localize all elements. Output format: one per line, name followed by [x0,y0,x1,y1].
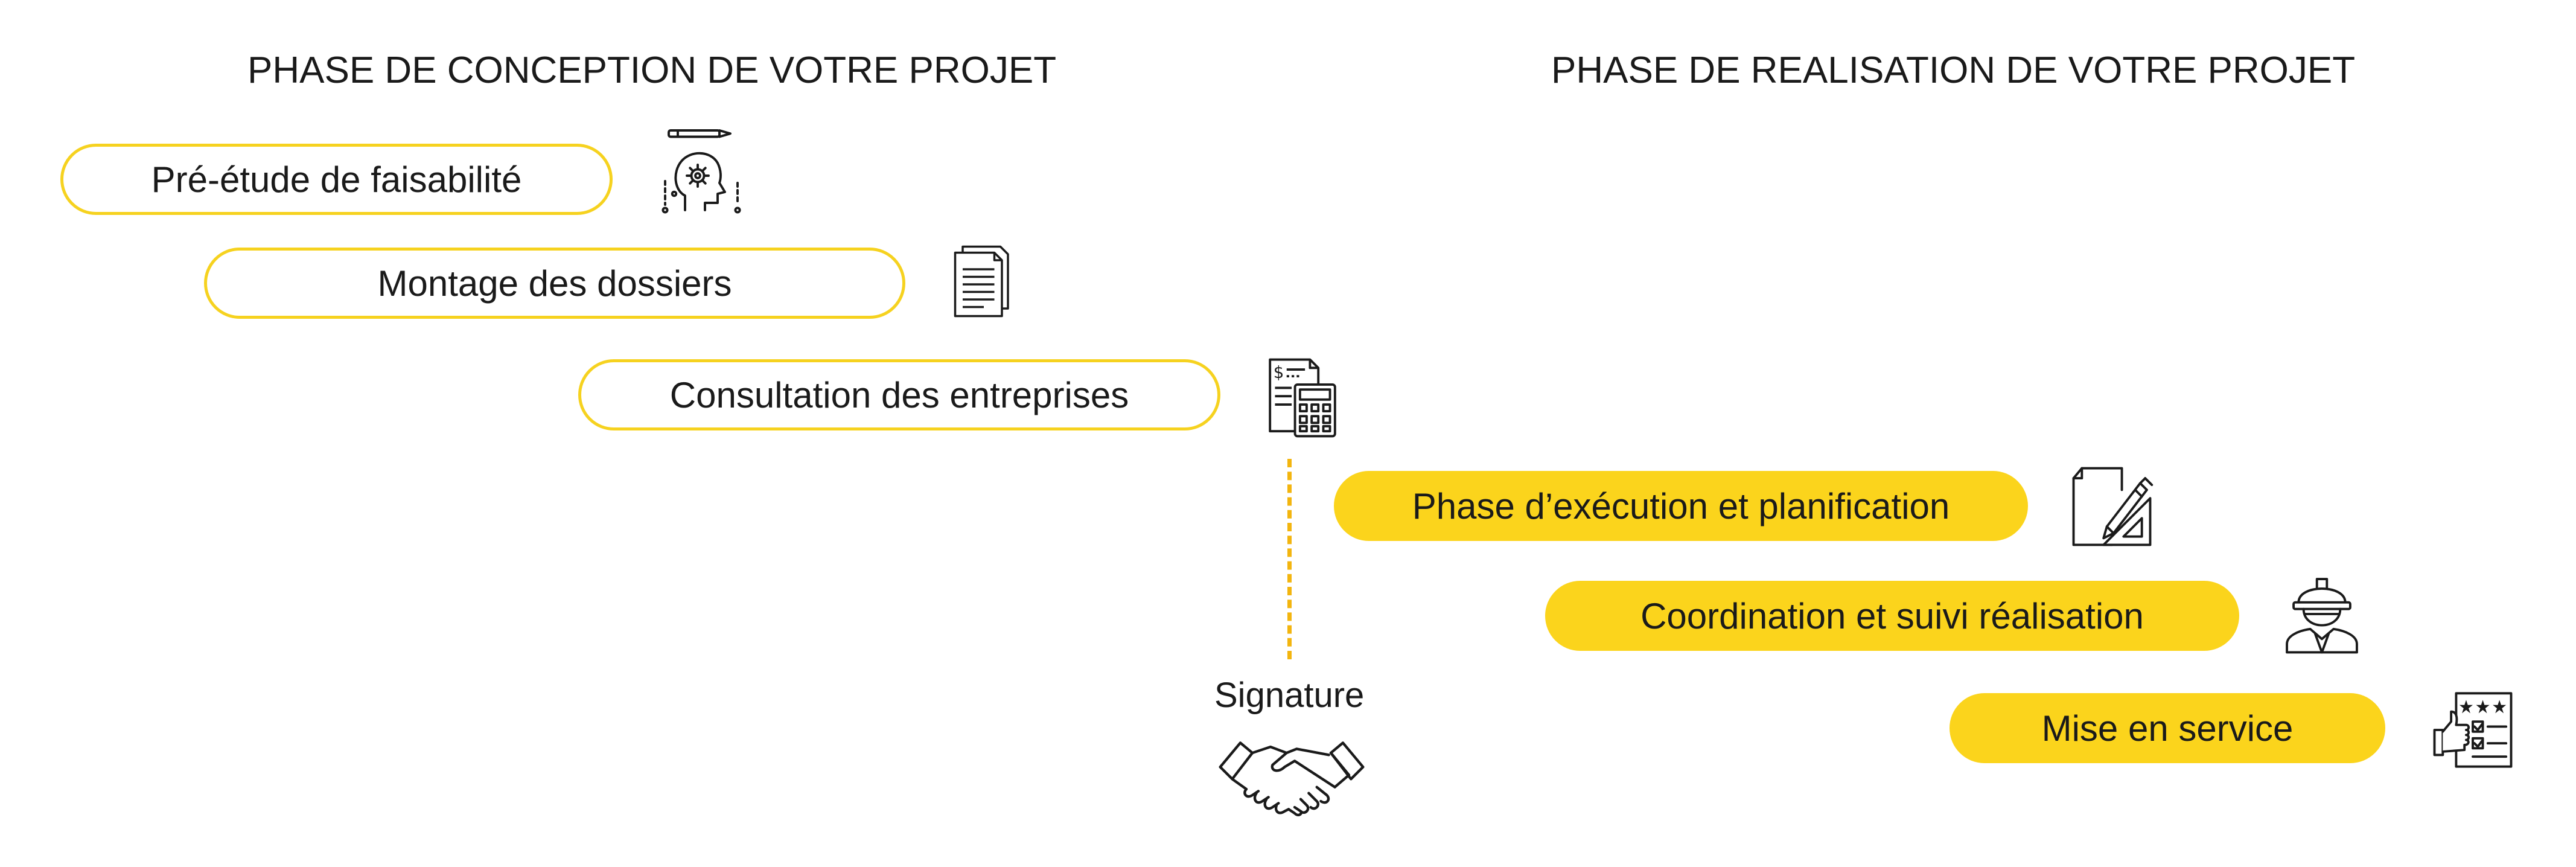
documents-icon [951,243,1011,320]
thumbs-up-checklist-icon [2431,688,2514,772]
signature-label: Signature [1214,676,1365,715]
document-ruler-pencil-icon [2070,465,2154,548]
step-consultation-entreprises: Consultation des entreprises [578,359,1220,430]
step-pre-etude-faisabilite: Pré-étude de faisabilité [60,144,613,215]
step-phase-execution-planification: Phase d’exécution et planification [1334,471,2028,541]
signature-dashed-line [1287,459,1292,659]
svg-text:$: $ [1274,362,1284,382]
step-label: Pré-étude de faisabilité [151,159,522,200]
step-label: Montage des dossiers [377,263,732,304]
step-coordination-suivi-realisation: Coordination et suivi réalisation [1545,581,2239,651]
realisation-phase-heading: PHASE DE REALISATION DE VOTRE PROJET [1551,50,2356,91]
head-gear-pencil-icon [658,127,748,217]
conception-phase-heading: PHASE DE CONCEPTION DE VOTRE PROJET [247,50,1057,91]
step-label: Mise en service [2041,708,2294,749]
worker-helmet-icon [2280,572,2364,656]
step-mise-en-service: Mise en service [1950,693,2385,763]
step-label: Coordination et suivi réalisation [1640,595,2144,636]
step-montage-dossiers: Montage des dossiers [204,248,905,319]
handshake-icon [1216,726,1367,828]
invoice-calculator-icon: $ [1266,356,1339,440]
step-label: Consultation des entreprises [669,374,1129,415]
step-label: Phase d’exécution et planification [1412,485,1950,526]
